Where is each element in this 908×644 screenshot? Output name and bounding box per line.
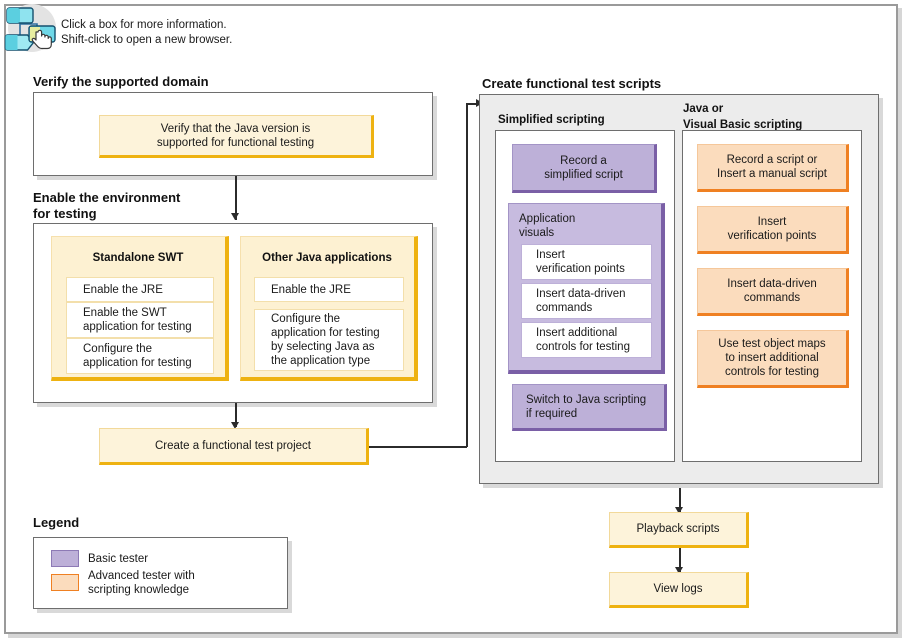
box-insert-data-driven-commands[interactable]: Insert data-driven commands — [697, 268, 849, 316]
item-otherjava-configure-app[interactable]: Configure the application for testing by… — [254, 309, 404, 371]
group-application-visuals-title: Application visuals — [519, 213, 576, 239]
flowchart-pointer-icon — [4, 2, 60, 56]
item-standalone-enable-jre[interactable]: Enable the JRE — [66, 277, 214, 302]
item-sv-insert-additional-controls[interactable]: Insert additional controls for testing — [521, 322, 652, 358]
column-title-simplified-scripting: Simplified scripting — [498, 114, 605, 126]
box-record-or-insert-manual-script[interactable]: Record a script or Insert a manual scrip… — [697, 144, 849, 192]
item-otherjava-enable-jre[interactable]: Enable the JRE — [254, 277, 404, 302]
box-verify-java-version[interactable]: Verify that the Java version is supporte… — [99, 115, 374, 158]
connector-verify-to-enable — [235, 176, 237, 220]
box-view-logs[interactable]: View logs — [609, 572, 749, 608]
box-create-functional-test-project[interactable]: Create a functional test project — [99, 428, 369, 465]
box-insert-verification-points[interactable]: Insert verification points — [697, 206, 849, 254]
item-sv-insert-verification-points[interactable]: Insert verification points — [521, 244, 652, 280]
box-use-test-object-maps[interactable]: Use test object maps to insert additiona… — [697, 330, 849, 388]
advanced-tester-swatch — [51, 574, 79, 591]
item-standalone-enable-swt-app[interactable]: Enable the SWT application for testing — [66, 302, 214, 338]
section-title-verify-domain: Verify the supported domain — [33, 74, 209, 89]
arrowhead-scripts-to-playback — [675, 507, 683, 514]
legend-label-advanced-tester: Advanced tester with scripting knowledge — [88, 570, 195, 596]
legend-label-basic-tester: Basic tester — [88, 553, 149, 565]
legend-title: Legend — [33, 515, 80, 530]
group-standalone-swt-title: Standalone SWT — [92, 252, 184, 264]
connector-project-into-panel — [466, 103, 478, 105]
box-switch-to-java-scripting[interactable]: Switch to Java scripting if required — [512, 384, 667, 431]
connector-playback-to-viewlogs — [679, 548, 681, 572]
box-record-simplified-script[interactable]: Record a simplified script — [512, 144, 657, 193]
section-title-create-scripts: Create functional test scripts — [482, 76, 662, 91]
column-title-java-vb-scripting: Java or Visual Basic scripting — [683, 103, 803, 131]
legend-panel — [33, 537, 288, 609]
connector-enable-to-project — [235, 403, 237, 427]
arrowhead-verify-to-enable — [231, 213, 239, 220]
hint-text: Click a box for more information. Shift-… — [61, 19, 233, 46]
connector-project-right — [369, 446, 467, 448]
box-playback-scripts[interactable]: Playback scripts — [609, 512, 749, 548]
section-title-enable-environment: Enable the environment for testing — [33, 190, 181, 221]
group-other-java-applications-title: Other Java applications — [262, 252, 392, 264]
item-sv-insert-data-driven-commands[interactable]: Insert data-driven commands — [521, 283, 652, 319]
item-standalone-configure-app[interactable]: Configure the application for testing — [66, 338, 214, 374]
connector-project-up — [466, 103, 468, 447]
basic-tester-swatch — [51, 550, 79, 567]
arrowhead-playback-to-viewlogs — [675, 567, 683, 574]
connector-scripts-to-playback — [679, 488, 681, 512]
arrowhead-enable-to-project — [231, 422, 239, 429]
